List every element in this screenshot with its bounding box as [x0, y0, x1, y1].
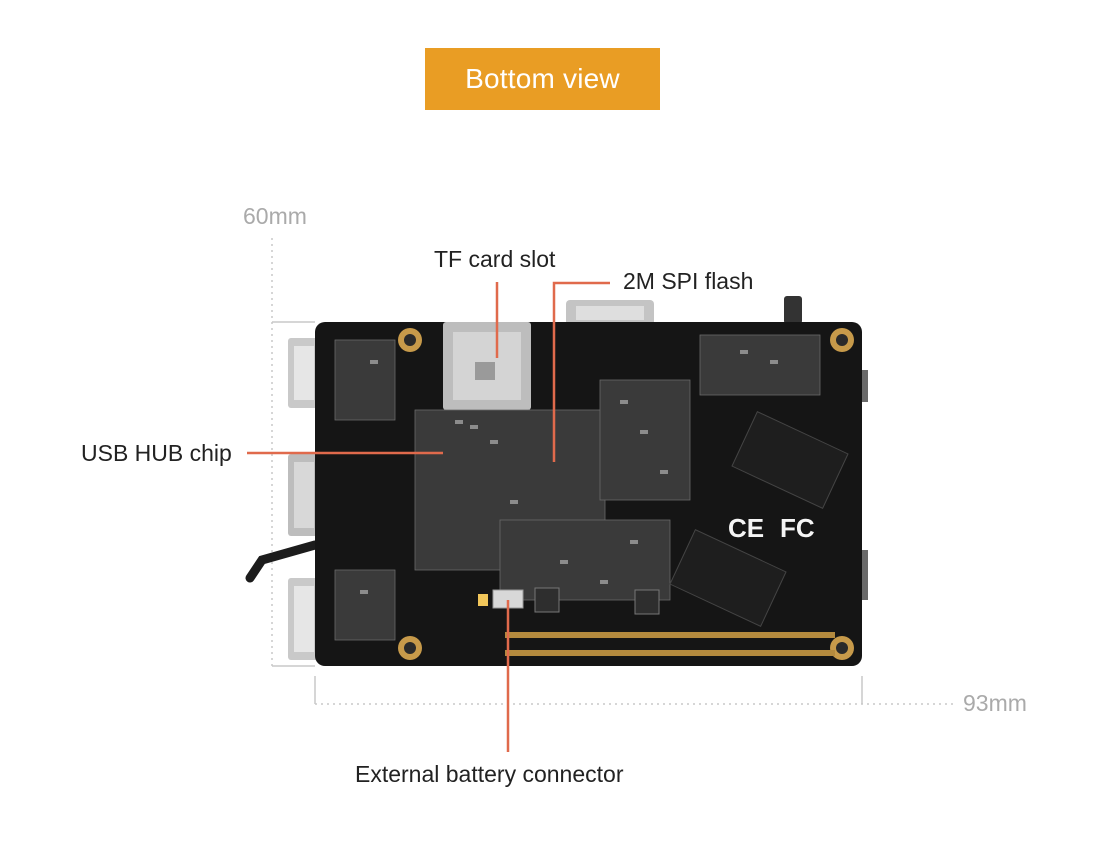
tf-card-slot	[443, 322, 531, 410]
battery-connector	[478, 589, 524, 609]
tf-card-slot-label: TF card slot	[434, 246, 556, 272]
height-dimension-label: 60mm	[243, 203, 307, 229]
spi-flash-label: 2M SPI flash	[623, 268, 754, 294]
battery-connector-label: External battery connector	[355, 761, 624, 787]
width-dimension-label: 93mm	[963, 690, 1027, 716]
small-components	[360, 350, 778, 594]
gpio-header	[505, 632, 835, 656]
side-connectors	[245, 296, 868, 660]
inductors	[534, 587, 660, 615]
dimension-lines	[271, 238, 955, 705]
fcc-mark: FC	[780, 513, 815, 543]
memory-chips	[669, 411, 849, 627]
usb-hub-chip-label: USB HUB chip	[81, 440, 232, 466]
page-title: Bottom view	[465, 63, 620, 94]
spi-flash-line	[552, 281, 610, 462]
callout-lines	[247, 281, 610, 752]
page-title-badge: Bottom view	[425, 48, 660, 110]
ce-mark: CE	[728, 513, 764, 543]
component-fields	[334, 334, 821, 641]
mounting-holes	[398, 328, 854, 660]
